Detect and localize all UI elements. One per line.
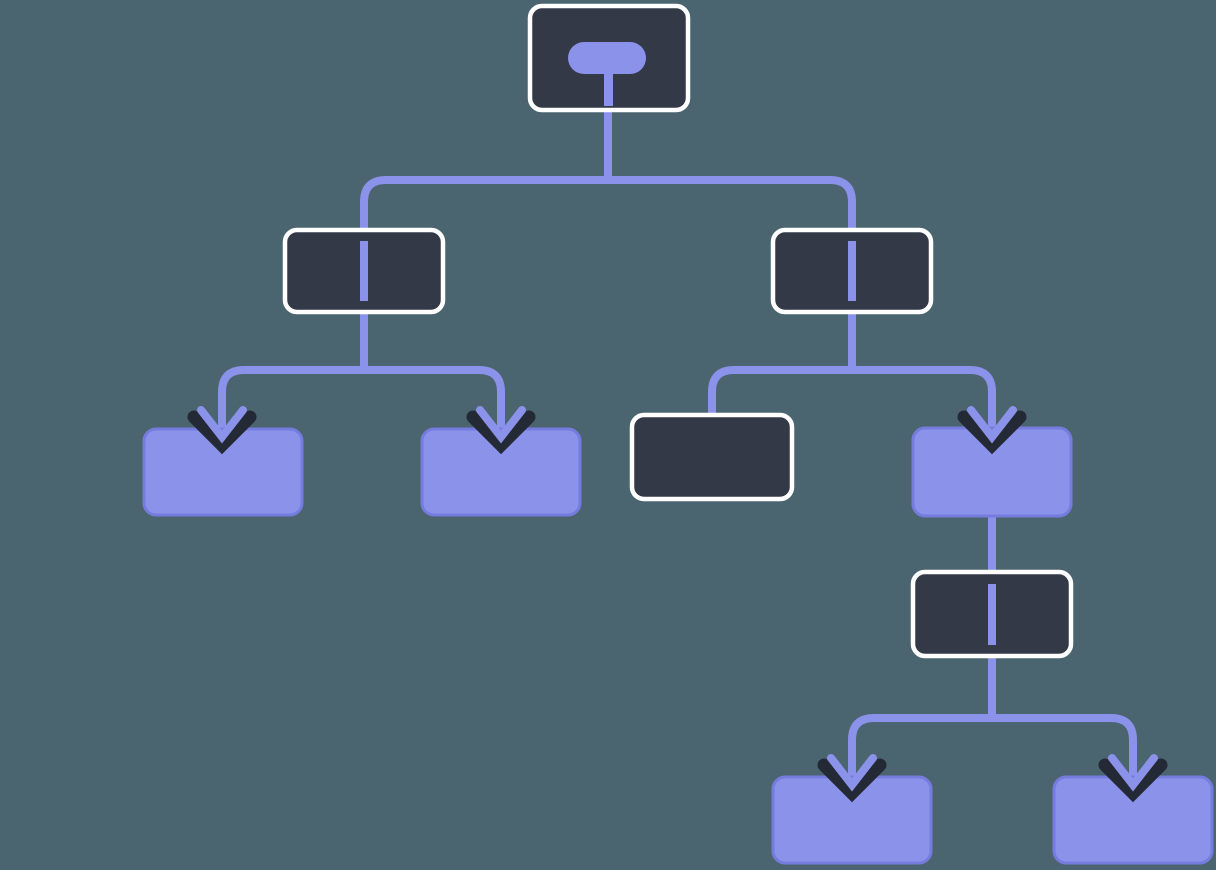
node-leaf-right-box[interactable] bbox=[911, 426, 1073, 518]
node-leaf-bottom-2[interactable] bbox=[1052, 775, 1214, 865]
connector-root-to-branches bbox=[360, 176, 856, 232]
pass-through-bar-icon bbox=[988, 584, 996, 645]
node-root[interactable] bbox=[527, 3, 691, 113]
node-leaf-bottom-1-box[interactable] bbox=[771, 775, 933, 865]
connector-branch-left-to-leaf-2 bbox=[364, 366, 505, 434]
node-branch-left[interactable] bbox=[282, 227, 446, 315]
node-leaf-left-2-box[interactable] bbox=[420, 427, 582, 517]
connector-branch-bottom-to-leaf-1 bbox=[848, 714, 992, 782]
root-pill-icon bbox=[568, 42, 646, 106]
connector-branch-bottom-to-leaf-2 bbox=[992, 714, 1137, 782]
node-leaf-collapsed[interactable] bbox=[629, 412, 795, 502]
connector-branch-right-to-leaf-right bbox=[852, 366, 996, 434]
node-leaf-bottom-2-box[interactable] bbox=[1052, 775, 1214, 865]
collapse-chevron-icon-leaf-left-2[interactable] bbox=[466, 406, 536, 455]
node-branch-right[interactable] bbox=[770, 227, 934, 315]
node-leaf-collapsed-box[interactable] bbox=[629, 412, 795, 502]
connector-branch-left-to-leaf-1 bbox=[218, 366, 364, 434]
node-leaf-right[interactable] bbox=[911, 426, 1073, 518]
connector-branch-right-to-collapsed-leaf bbox=[708, 366, 852, 418]
node-leaf-left-1[interactable] bbox=[142, 427, 304, 517]
pass-through-bar-icon bbox=[848, 241, 856, 301]
connector-layer bbox=[218, 106, 1137, 782]
collapse-chevron-icon-leaf-bottom-1[interactable] bbox=[817, 754, 887, 803]
node-leaf-bottom-1[interactable] bbox=[771, 775, 933, 865]
node-leaf-left-1-box[interactable] bbox=[142, 427, 304, 517]
collapse-chevron-icon-leaf-right[interactable] bbox=[957, 406, 1027, 455]
pass-through-bar-icon bbox=[360, 241, 368, 301]
node-leaf-left-2[interactable] bbox=[420, 427, 582, 517]
collapse-chevron-icon-leaf-left-1[interactable] bbox=[187, 406, 257, 455]
node-branch-bottom[interactable] bbox=[910, 569, 1074, 659]
collapse-chevron-icon-leaf-bottom-2[interactable] bbox=[1098, 754, 1168, 803]
